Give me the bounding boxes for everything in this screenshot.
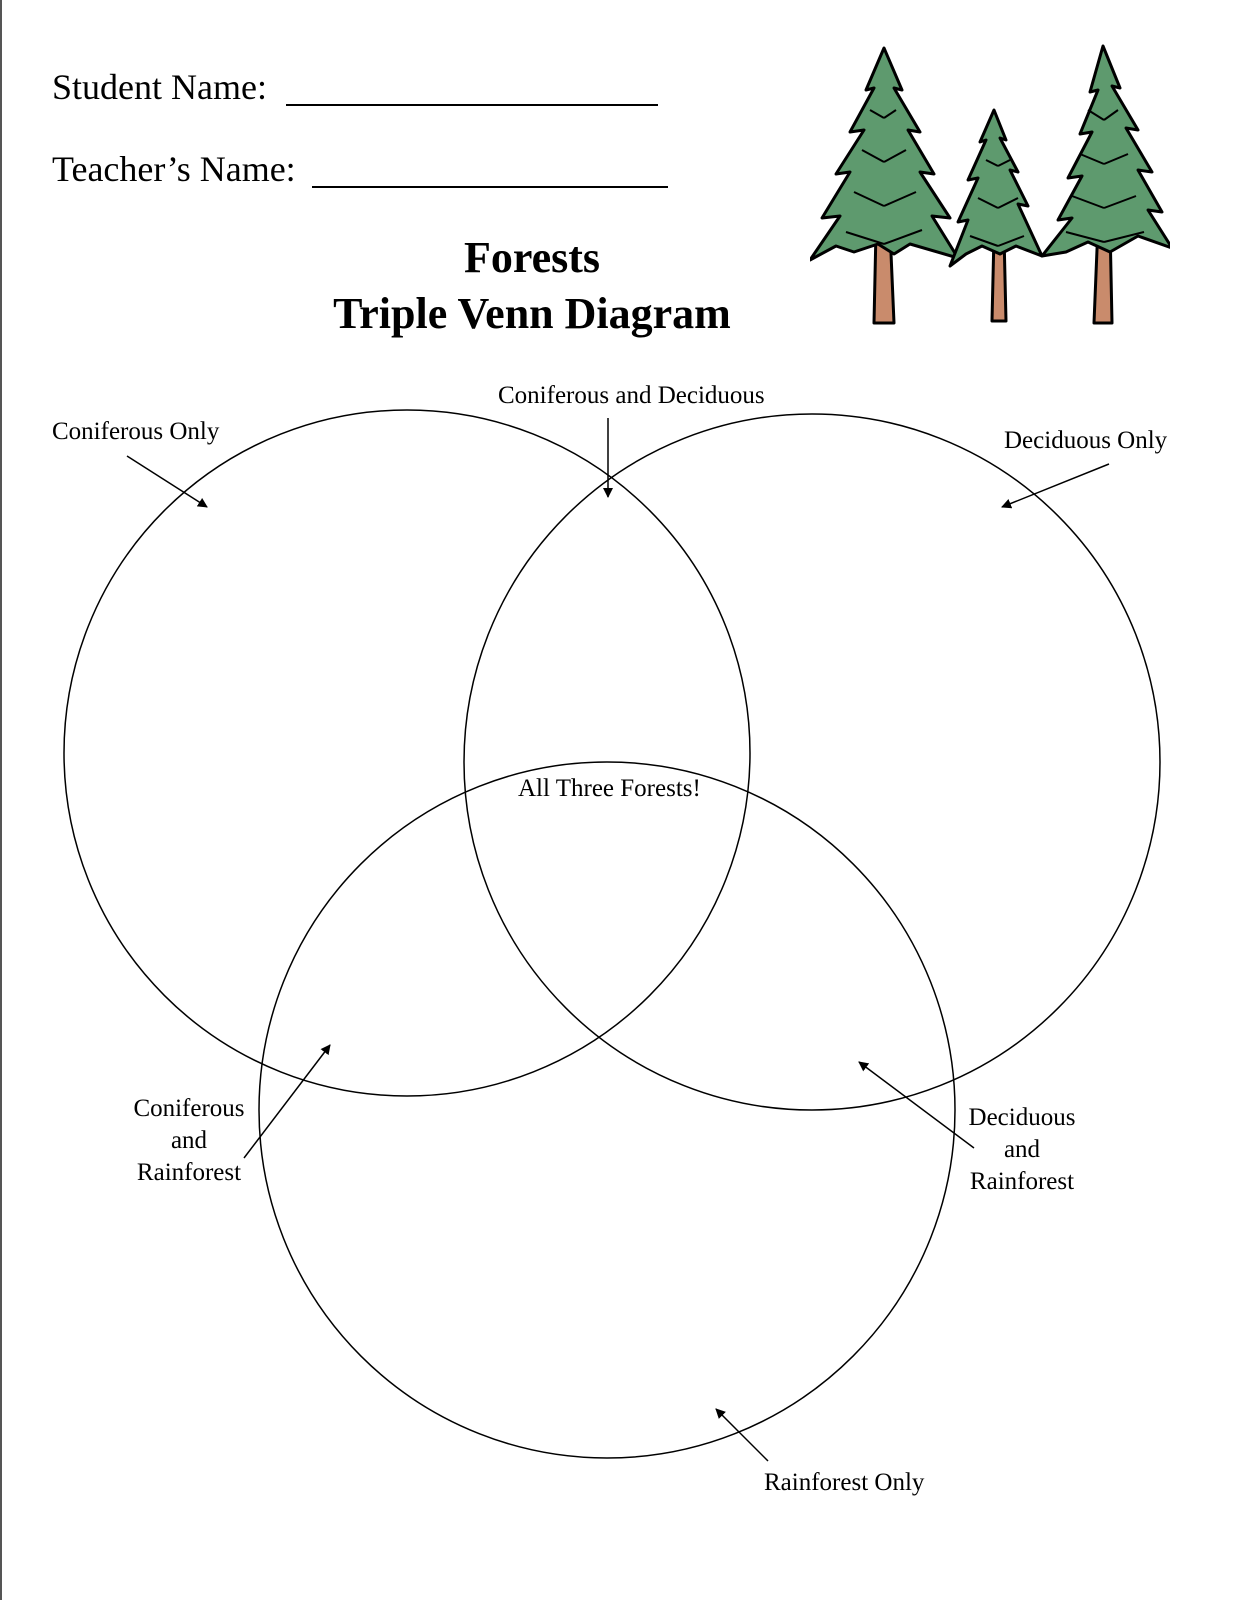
label-deciduous-rainforest: Deciduous and Rainforest: [947, 1102, 1097, 1198]
label-line: and: [170, 1127, 208, 1154]
teacher-name-label: Teacher’s Name:: [52, 149, 296, 189]
title-line-1: Forests: [463, 233, 601, 282]
arrow-rainforest-only: [715, 1408, 769, 1462]
label-line: Rainforest: [969, 1168, 1075, 1195]
label-line: Deciduous: [968, 1104, 1076, 1131]
label-deciduous-only: Deciduous Only: [1004, 427, 1168, 454]
teacher-name-field[interactable]: [312, 186, 668, 188]
label-coniferous-rainforest: Coniferous and Rainforest: [114, 1093, 264, 1189]
label-coniferous-deciduous: Coniferous and Deciduous: [498, 382, 765, 409]
rainforest-circle: [258, 761, 956, 1459]
label-rainforest-only: Rainforest Only: [764, 1469, 925, 1496]
arrow-coniferous-only: [126, 455, 208, 508]
arrow-coniferous-rainforest: [243, 1044, 331, 1159]
label-all-three: All Three Forests!: [518, 775, 701, 802]
pine-trees-icon: [810, 44, 1170, 325]
label-line: and: [1003, 1136, 1041, 1163]
student-name-label: Student Name:: [52, 67, 267, 107]
arrow-deciduous-only: [1001, 463, 1110, 509]
coniferous-circle: [63, 409, 751, 1097]
label-line: Rainforest: [136, 1159, 242, 1186]
student-name-field[interactable]: [286, 104, 658, 106]
label-coniferous-only: Coniferous Only: [52, 418, 220, 445]
title-line-2: Triple Venn Diagram: [333, 289, 731, 338]
arrow-deciduous-rainforest: [858, 1061, 975, 1149]
label-line: Coniferous: [133, 1095, 245, 1122]
deciduous-circle: [463, 413, 1161, 1111]
